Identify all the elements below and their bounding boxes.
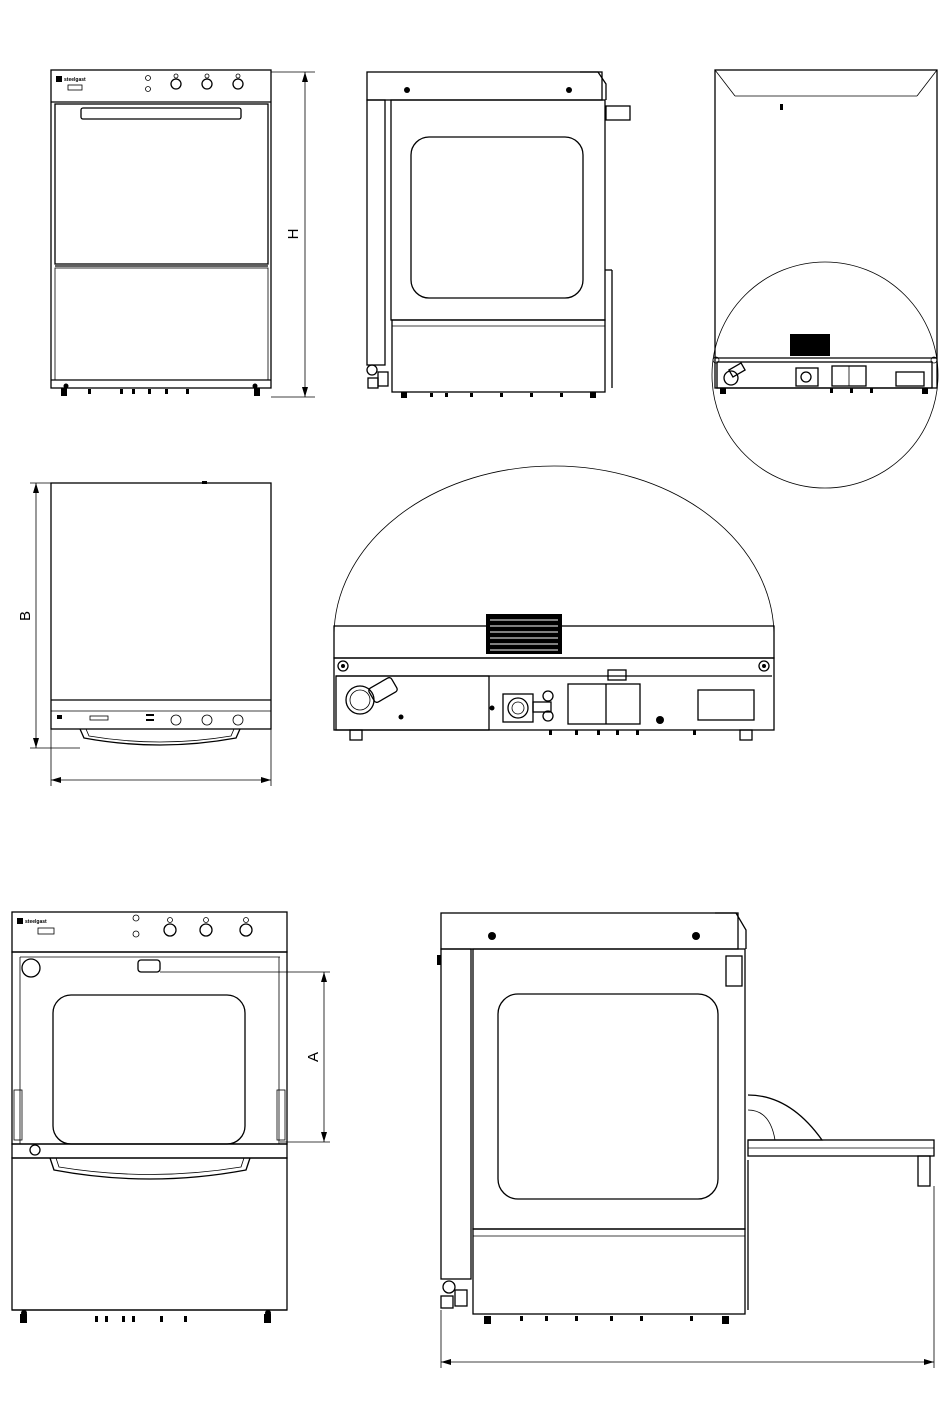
open-depth-dimension — [441, 1186, 934, 1368]
side-view-open — [437, 913, 934, 1368]
logo: steelgast — [56, 76, 86, 90]
rear-view — [712, 70, 938, 488]
opening-label: A — [305, 1052, 322, 1062]
drain-connector — [441, 1281, 467, 1308]
feet — [61, 384, 260, 397]
feet — [720, 388, 928, 394]
front-view-closed: steelgast H — [51, 70, 315, 397]
detail-circle — [712, 262, 938, 488]
feet — [350, 730, 752, 740]
height-label: H — [285, 229, 302, 240]
depth-dimension: B — [17, 483, 80, 748]
side-view-closed — [367, 72, 630, 398]
front-view-open: steelgast — [12, 912, 330, 1323]
logo: steelgast — [17, 918, 54, 934]
logo-text-open: steelgast — [25, 919, 47, 925]
rating-label — [486, 614, 562, 654]
logo-text: steelgast — [64, 77, 86, 83]
drain-connector — [367, 365, 388, 388]
feet — [401, 392, 596, 398]
feet — [484, 1316, 729, 1324]
feet — [20, 1310, 271, 1323]
control-knobs — [146, 74, 244, 92]
height-dimension: H — [271, 72, 315, 397]
rear-detail-view — [334, 466, 774, 740]
top-view: B — [17, 481, 271, 786]
control-knobs — [133, 915, 252, 937]
depth-label: B — [17, 611, 34, 621]
